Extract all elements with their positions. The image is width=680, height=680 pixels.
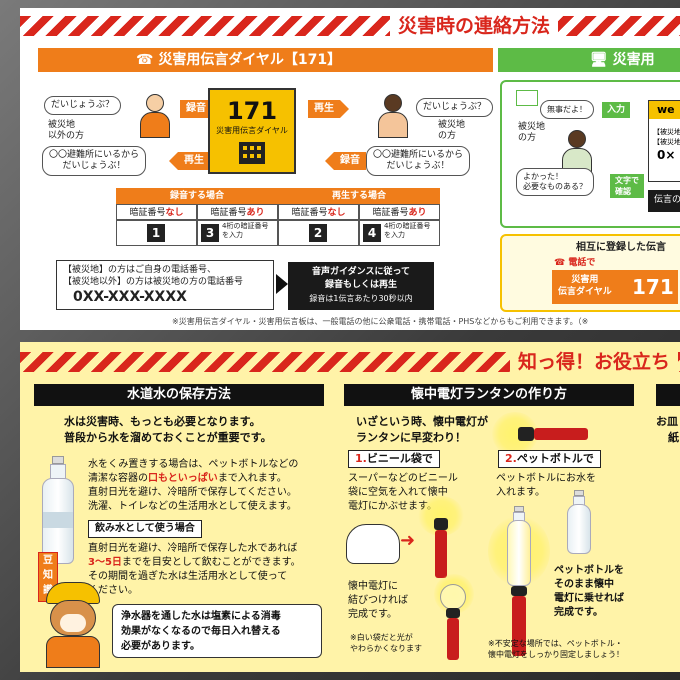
storage-text: 水をくみ置きする場合は、ペットボトルなどの 清潔な容器の口もといっぱいまで入れま… — [88, 459, 299, 512]
water-section-head: 水道水の保存方法 — [34, 384, 324, 406]
shiba-mascot — [42, 582, 104, 668]
building-icon — [239, 142, 265, 164]
drinking-water-head: 飲み水として使う場合 — [88, 520, 202, 538]
web-phone-label: ☎ 電話で — [554, 258, 596, 268]
man-on-phone-figure — [138, 94, 172, 138]
option-1: 1 — [147, 224, 165, 242]
panel-title: 災害時の連絡方法 — [390, 14, 559, 38]
flashlight-image — [492, 412, 588, 456]
step1-head: 1.ビニール袋で — [348, 450, 440, 468]
step2-text: ペットボトルにお水を 入れます。 — [496, 473, 596, 498]
pet-bottle-image — [566, 490, 592, 554]
step1-note: ※白い袋だと光が やわらかくなります — [350, 633, 422, 653]
step2-note: ※不安定な場所では、ペットボトル・ 懐中電灯をしっかり固定しましょう！ — [488, 639, 624, 659]
option-3: 3 — [201, 224, 219, 242]
disaster-contact-panel: 災害時の連絡方法 ☎ 災害用伝言ダイヤル【171】 🖥 災害用 だいじょうぶ？ … — [20, 8, 680, 330]
tips-panel: 知っ得！お役立ち 水道水の保存方法 水は災害時、もっとも必要となります。 普段か… — [20, 342, 680, 672]
bottle-lantern-image — [488, 506, 550, 656]
phone-icon: ☎ — [136, 52, 154, 68]
hazard-stripes — [20, 16, 680, 36]
web-board-box: we 【被災地】 【被災地以 0× — [648, 100, 680, 182]
phone-number-note: 【被災地】の方はご自身の電話番号、 【被災地以外】の方は被災地の方の電話番号 0… — [56, 260, 274, 310]
step2-put-text: ペットボトルを そのまま懐中 電灯に乗せれば 完成です。 — [554, 565, 624, 618]
pin-none-record: 暗証番号なし — [116, 204, 197, 220]
web-header: 🖥 災害用 — [498, 48, 680, 72]
web-dial-box: 災害用伝言ダイヤル 171 — [552, 270, 678, 304]
outside-label: 被災地以外の方 — [48, 120, 85, 141]
drinking-water-text: 直射日光を避け、冷暗所で保存した水であれば 3〜5日までを目安として飲むことがで… — [88, 543, 301, 596]
envelope-icon — [516, 90, 538, 106]
woman-on-phone-figure — [376, 94, 410, 138]
bag-lantern-image — [434, 574, 474, 660]
web-bubble-reply: よかった！必要なものある？ — [516, 168, 594, 196]
web-confirm-arrow: 文字で確認 — [610, 174, 644, 198]
voice-guide-box: 音声ガイダンスに従って 録音もしくは再生 録音は1伝言あたり30秒以内 — [288, 262, 434, 310]
bubble-reply-left: 〇〇避難所にいるからだいじょうぶ！ — [42, 146, 147, 176]
bubble-ask-left: だいじょうぶ？ — [44, 96, 122, 115]
computer-icon: 🖥 — [590, 52, 608, 68]
pin4-note-record: 4桁の暗証番号を入力 — [222, 222, 269, 239]
victim-label: 被災地の方 — [438, 120, 466, 141]
step1-text: スーパーなどのビニール 袋に空気を入れて懐中 電灯にかぶせます。 — [348, 473, 458, 512]
curved-arrow-icon: ➜ — [400, 530, 416, 551]
pin4-note-play: 4桁の暗証番号を入力 — [384, 222, 431, 239]
footnote: ※災害用伝言ダイヤル・災害用伝言板は、一般電話の他に公衆電話・携帯電話・PHSな… — [172, 317, 589, 326]
lantern-intro: いざという時、懐中電灯が ランタンに早変わり！ — [356, 415, 488, 444]
web-dark-box: 伝言の — [648, 190, 680, 212]
pin-none-play: 暗証番号なし — [278, 204, 359, 220]
water-bottle-image — [40, 456, 76, 566]
tip-box: 浄水器を通した水は塩素による消毒 効果がなくなるので毎日入れ替える 必要がありま… — [112, 604, 322, 658]
bubble-ask-right: だいじょうぶ？ — [416, 98, 494, 117]
lantern-section-head: 懐中電灯ランタンの作り方 — [344, 384, 634, 406]
arrow-to-guide — [276, 274, 288, 294]
flashlight-upright-1 — [418, 496, 464, 578]
third-section-head — [656, 384, 680, 406]
bubble-reply-right: 〇〇避難所にいるからだいじょうぶ！ — [366, 146, 471, 176]
option-4: 4 — [363, 224, 381, 242]
arrow-play-bottom: 再生 — [169, 152, 210, 170]
tips-title: 知っ得！お役立ち — [510, 350, 679, 374]
pin-yes-play: 暗証番号あり — [359, 204, 440, 220]
plastic-bag-image — [346, 524, 400, 564]
pin-yes-record: 暗証番号あり — [197, 204, 278, 220]
step1-tie-text: 懐中電灯に 結びつければ 完成です。 — [348, 581, 408, 620]
arrow-play-top: 再生 — [308, 100, 349, 118]
web-bubble-safe: 無事だよ！ — [540, 100, 594, 119]
dial-header: ☎ 災害用伝言ダイヤル【171】 — [38, 48, 493, 72]
third-section-text: お皿 紙 — [656, 415, 679, 444]
web-input-arrow: 入力 — [602, 102, 631, 118]
option-2: 2 — [309, 224, 327, 242]
web-victim-label: 被災地の方 — [518, 122, 546, 143]
arrow-record-bottom: 録音 — [325, 152, 366, 170]
mutual-label: 相互に登録した伝言 — [576, 242, 666, 253]
dial-171-box: 171 災害用伝言ダイヤル — [208, 88, 296, 174]
step2-head: 2.ペットボトルで — [498, 450, 601, 468]
water-intro: 水は災害時、もっとも必要となります。 普段から水を溜めておくことが重要です。 — [64, 415, 272, 444]
record-case-head: 録音する場合 — [116, 188, 278, 204]
play-case-head: 再生する場合 — [278, 188, 440, 204]
